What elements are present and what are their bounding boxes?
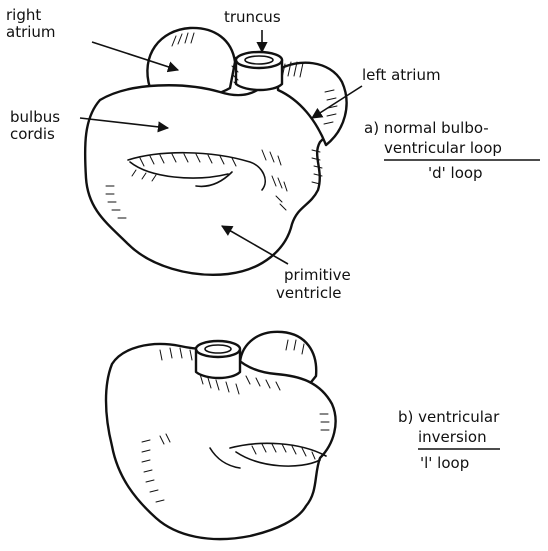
truncus-opening-b [196,341,240,357]
truncus-opening [236,52,282,68]
caption-b-line2: inversion [418,428,487,446]
caption-b-line3: 'l' loop [420,454,469,472]
caption-a-line1: a) normal bulbo- [364,119,489,137]
normal-loop-drawing [85,28,346,275]
label-bulbus-cordis: bulbus cordis [10,108,65,143]
caption-a-line2: ventricular loop [384,139,502,157]
label-truncus: truncus [224,8,281,26]
caption-b-line1: b) ventricular [398,408,500,426]
inversion-loop-drawing [106,332,336,539]
label-primitive-ventricle: primitive ventricle [276,266,356,302]
label-left-atrium: left atrium [362,66,441,84]
label-right-atrium: right atrium [6,6,56,41]
caption-a-line3: 'd' loop [428,164,483,182]
